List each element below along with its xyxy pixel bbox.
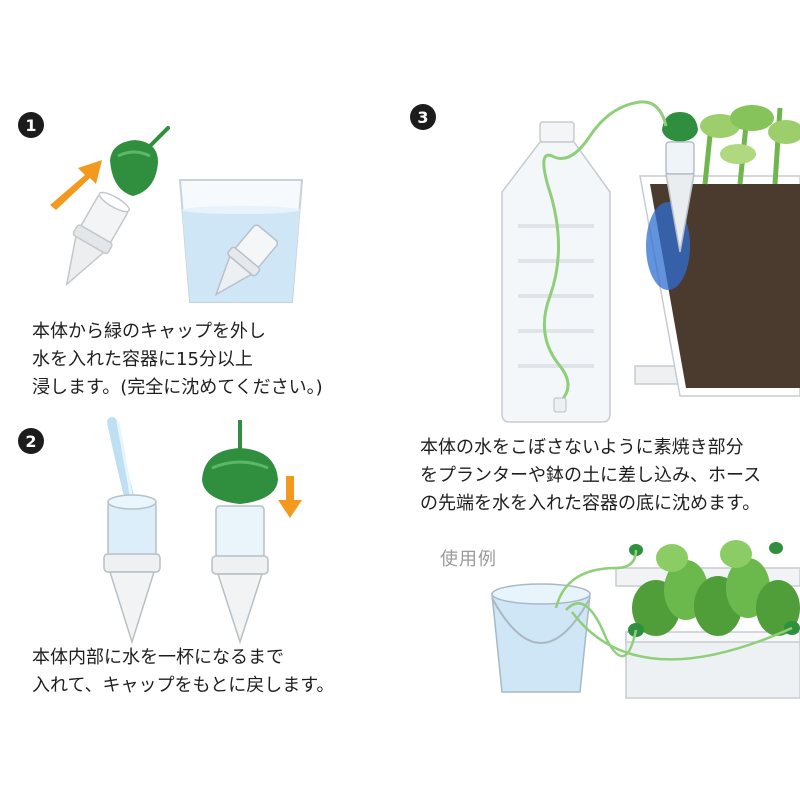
- step-2-badge: 2: [18, 428, 44, 454]
- step-2-illustration: [103, 417, 302, 645]
- spike-with-cap-icon: [202, 420, 278, 645]
- green-cap-icon: [110, 126, 170, 196]
- step-1-caption: 本体から緑のキャップを外し 水を入れた容器に15分以上 浸します。(完全に沈めて…: [32, 321, 323, 398]
- step-1-illustration: [50, 126, 304, 303]
- step-2-caption: 本体内部に水を一杯になるまで 入れて、キャップをもとに戻します。: [32, 647, 335, 696]
- step-1-badge: 1: [18, 112, 44, 138]
- step-1-number: 1: [25, 115, 37, 135]
- water-stream-icon: [107, 417, 135, 505]
- down-arrow-icon: [278, 476, 302, 518]
- plastic-bottle-icon: [501, 121, 611, 423]
- water-bucket-icon: [491, 583, 591, 693]
- usage-example-label: 使用例: [440, 549, 497, 570]
- step-3-number: 3: [417, 107, 429, 127]
- spike-being-filled-icon: [103, 494, 161, 645]
- step-2-number: 2: [25, 431, 37, 451]
- orange-arrow-icon: [50, 160, 102, 210]
- hoses-icon: [554, 549, 793, 661]
- step-3-badge: 3: [410, 104, 436, 130]
- hose-icon: [542, 100, 668, 413]
- step-3-illustration: [501, 100, 800, 423]
- spike-in-glass-icon: [214, 224, 279, 297]
- lettuce-plants-icon: [632, 540, 800, 636]
- plant-leaves-icon: [700, 105, 800, 185]
- usage-example-illustration: [491, 540, 800, 699]
- spike-body-icon: [65, 191, 130, 287]
- spike-in-soil-icon: [646, 112, 698, 290]
- step-3-caption: 本体の水をこぼさないように素焼き部分 をプランターや鉢の土に差し込み、ホース の…: [420, 437, 762, 514]
